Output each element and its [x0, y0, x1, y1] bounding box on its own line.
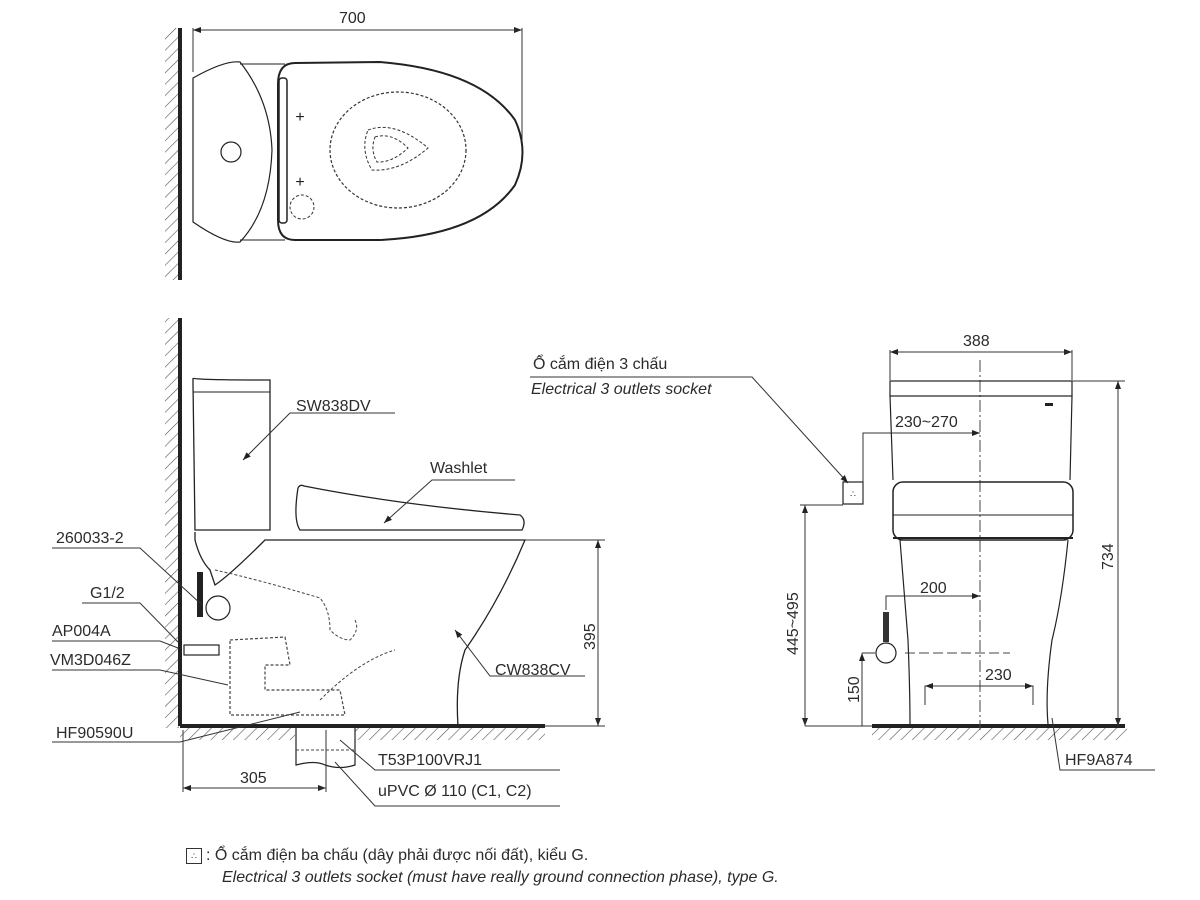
label-part-hf9a874: HF9A874	[1065, 752, 1133, 769]
label-bowl: CW838CV	[495, 662, 571, 679]
label-part-vm3d046z: VM3D046Z	[50, 652, 131, 669]
label-part-t53p100vrj1: T53P100VRJ1	[378, 752, 483, 769]
label-part-ap004a: AP004A	[52, 623, 111, 640]
label-part-g12: G1/2	[90, 585, 125, 602]
svg-text:∴: ∴	[850, 489, 856, 499]
side-view	[52, 318, 605, 807]
svg-text:+: +	[295, 174, 304, 191]
svg-text:+: +	[295, 109, 304, 126]
label-washlet: Washlet	[430, 460, 488, 477]
dim-bolt-spacing: 230	[985, 667, 1012, 684]
dim-top-width: 700	[339, 10, 366, 27]
socket-label-en: Electrical 3 outlets socket	[531, 381, 712, 398]
top-view: + +	[165, 27, 524, 280]
dim-front-width: 388	[963, 333, 990, 350]
label-part-hf90590u: HF90590U	[56, 725, 134, 742]
dim-socket-height: 445~495	[785, 592, 802, 655]
dim-seat-height: 395	[582, 623, 599, 650]
dim-supply-offset: 200	[920, 580, 947, 597]
note-line-vi: : Ổ cắm điện ba chấu (dây phải được nối …	[206, 847, 589, 864]
dim-total-height: 734	[1100, 543, 1117, 570]
note-line-en: Electrical 3 outlets socket (must have r…	[222, 869, 779, 886]
dim-socket-offset: 230~270	[895, 414, 958, 431]
label-tank: SW838DV	[296, 398, 371, 415]
label-part-260033-2: 260033-2	[56, 530, 124, 547]
socket-label-vi: Ổ cắm điện 3 chấu	[533, 356, 668, 373]
dim-supply-height: 150	[846, 676, 863, 703]
socket-symbol-icon: ∴	[186, 847, 202, 864]
dim-rough-in: 305	[240, 770, 267, 787]
socket-note: ∴: Ổ cắm điện ba chấu (dây phải được nối…	[186, 845, 779, 889]
front-view: ∴	[530, 349, 1155, 771]
label-part-upvc: uPVC Ø 110 (C1, C2)	[378, 783, 532, 800]
